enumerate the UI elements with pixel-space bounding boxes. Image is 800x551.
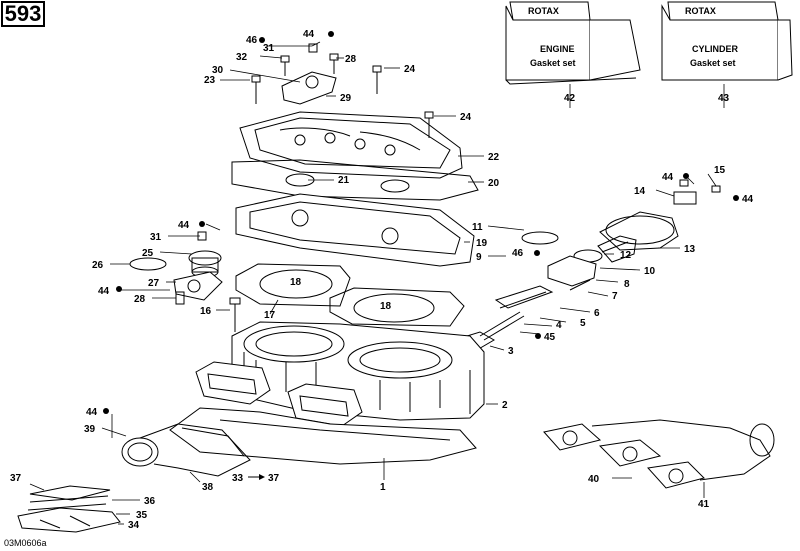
water-pump-housing[interactable] — [599, 211, 679, 251]
callout-17: 17 — [264, 310, 276, 321]
drawing-reference-code: 03M0606a — [4, 538, 47, 548]
callout-18-b: 18 — [380, 301, 392, 312]
callout-2: 2 — [502, 400, 508, 411]
callout-3: 3 — [508, 346, 514, 357]
callout-41: 41 — [698, 499, 710, 510]
pump-shaft-housing[interactable] — [547, 255, 597, 287]
thermostat[interactable] — [188, 250, 222, 278]
callout-10: 10 — [644, 266, 656, 277]
callout-11: 11 — [472, 222, 483, 233]
callout-45: 45 — [544, 332, 556, 343]
callout-25: 25 — [142, 248, 154, 259]
callout-6: 6 — [594, 308, 600, 319]
callout-44-b: 44 — [662, 172, 674, 183]
screws-14-15[interactable] — [673, 179, 721, 205]
exhaust-manifold[interactable] — [543, 419, 775, 489]
thermostat-housing[interactable] — [281, 71, 337, 105]
svg-text:CYLINDER: CYLINDER — [692, 44, 739, 54]
water-pump-impeller[interactable] — [597, 235, 637, 263]
callout-18: 18 — [290, 277, 302, 288]
callout-36: 36 — [144, 496, 156, 507]
callout-44-f: 44 — [86, 407, 98, 418]
engine-gasket-set-kit[interactable] — [505, 1, 641, 85]
callout-23: 23 — [204, 75, 216, 86]
callout-21: 21 — [338, 175, 350, 186]
callout-12: 12 — [620, 250, 632, 261]
callout-38: 38 — [202, 482, 214, 493]
callout-labels: 46 44 31 32 28 30 24 23 29 24 22 21 20 4… — [10, 29, 754, 531]
callout-13: 13 — [684, 244, 696, 255]
callout-46: 46 — [246, 35, 258, 46]
callout-28: 28 — [345, 54, 357, 65]
callout-4: 4 — [556, 320, 562, 331]
o-ring-small[interactable] — [521, 231, 559, 245]
bolt-16[interactable] — [229, 297, 241, 332]
callout-39: 39 — [84, 424, 96, 435]
callout-20: 20 — [488, 178, 500, 189]
callout-37: 37 — [10, 473, 22, 484]
callout-35: 35 — [136, 510, 148, 521]
callout-5: 5 — [580, 318, 586, 329]
reed-valve-stack[interactable] — [17, 485, 121, 533]
cylinder-kit-label: ROTAX CYLINDER Gasket set — [685, 6, 739, 68]
callout-29: 29 — [340, 93, 352, 104]
callout-43: 43 — [718, 93, 730, 104]
callout-34: 34 — [128, 520, 140, 531]
reed-valve-housing[interactable] — [195, 361, 363, 427]
callout-15: 15 — [714, 165, 726, 176]
callout-7: 7 — [612, 291, 618, 302]
callout-37-b: 37 — [268, 473, 280, 484]
cylinder-head[interactable] — [235, 193, 475, 267]
intake-manifold[interactable] — [121, 423, 251, 477]
svg-text:Gasket set: Gasket set — [690, 58, 736, 68]
head-bolt[interactable] — [251, 43, 434, 138]
callout-28-b: 28 — [134, 294, 146, 305]
svg-text:ROTAX: ROTAX — [528, 6, 559, 16]
cylinder-gasket-right[interactable] — [329, 287, 465, 327]
svg-text:ROTAX: ROTAX — [685, 6, 716, 16]
sealant-markers — [103, 31, 739, 414]
callout-46-b: 46 — [512, 248, 524, 259]
callout-24: 24 — [404, 64, 416, 75]
callout-8: 8 — [624, 279, 630, 290]
callout-42: 42 — [564, 93, 576, 104]
callout-26: 26 — [92, 260, 104, 271]
callout-22: 22 — [488, 152, 500, 163]
crankcase[interactable] — [169, 407, 477, 465]
cylinder-gasket-set-kit[interactable] — [661, 1, 793, 81]
callout-40: 40 — [588, 474, 600, 485]
callout-44: 44 — [303, 29, 315, 40]
callout-32: 32 — [236, 52, 248, 63]
engine-kit-label: ROTAX ENGINE Gasket set — [528, 6, 576, 68]
callout-24-b: 24 — [460, 112, 472, 123]
callout-16: 16 — [200, 306, 212, 317]
svg-text:Gasket set: Gasket set — [530, 58, 576, 68]
leader-lines — [29, 41, 725, 525]
callout-9: 9 — [476, 252, 482, 263]
callout-44-e: 44 — [98, 286, 110, 297]
thermostat-gasket[interactable] — [129, 257, 167, 271]
svg-text:ENGINE: ENGINE — [540, 44, 575, 54]
callout-14: 14 — [634, 186, 646, 197]
callout-30: 30 — [212, 65, 224, 76]
thermostat-cover[interactable] — [173, 271, 223, 301]
cylinder-head-cover[interactable] — [239, 111, 463, 179]
callout-19: 19 — [476, 238, 488, 249]
callout-33: 33 — [232, 473, 244, 484]
callout-31-b: 31 — [150, 232, 162, 243]
callout-1: 1 — [380, 482, 386, 493]
callout-31: 31 — [263, 43, 275, 54]
diagram-code-box: 593 — [1, 1, 45, 27]
callout-44-d: 44 — [178, 220, 190, 231]
callout-44-c: 44 — [742, 194, 754, 205]
callout-27: 27 — [148, 278, 160, 289]
